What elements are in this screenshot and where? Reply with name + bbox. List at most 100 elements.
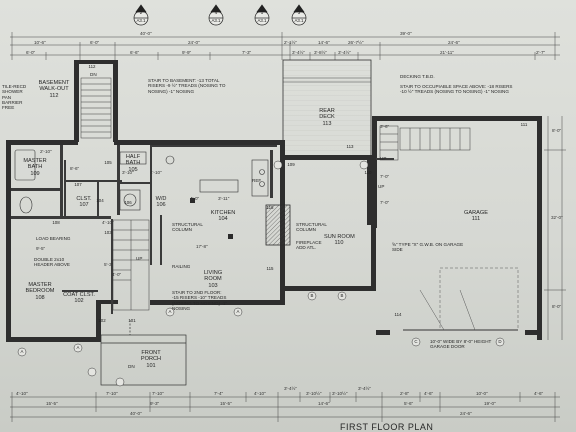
room-number: 106	[156, 202, 166, 209]
dim-bottom-r1-2: 7'-10"	[152, 391, 164, 396]
door-tag-106: 106	[124, 200, 132, 205]
dim-interior-12: 5'-3"	[104, 262, 114, 267]
dim-top-r2-3: 2'-1½"	[284, 40, 297, 45]
dim-bottom-r1-9: 2'-8"	[400, 391, 410, 396]
room-name: MASTER BATH	[23, 158, 47, 171]
dim-interior-7: 9'-5"	[36, 246, 46, 251]
room-rear-deck: REAR DECK 113	[312, 108, 342, 127]
dim-bottom-r3-0: 40'-0"	[130, 411, 142, 416]
dim-bottom-r1-12: 4'-6"	[534, 391, 544, 396]
window-tag-a-3: A	[168, 309, 172, 314]
dim-bottom-r2-3: 14'-6"	[318, 401, 330, 406]
dim-top-r2-0: 10'-6"	[34, 40, 46, 45]
dim-top-r3-4: 3'-4½"	[292, 50, 305, 55]
dim-top-r3-1: 6'-6"	[130, 50, 140, 55]
note-structural-column-2: STRUCTURAL COLUMN	[296, 222, 327, 233]
dim-interior-6: 17'-8"	[196, 244, 208, 249]
door-tag-101: 101	[128, 318, 136, 323]
room-number: 104	[218, 216, 228, 223]
section-marker-2-label: A3.1	[136, 18, 146, 23]
dim-top-r2-1: 6'-0"	[90, 40, 100, 45]
dim-interior-9: 4'-10"	[102, 220, 114, 225]
note-up-2: UP	[378, 184, 385, 189]
note-up-1: UP	[380, 156, 387, 161]
dim-bottom-r1-7: 3'-10½"	[332, 391, 348, 396]
section-marker-3-number: 3	[297, 10, 301, 15]
room-kitchen: KITCHEN 104	[208, 210, 238, 223]
dim-bottom-r1-8: 3'-4½"	[358, 386, 371, 391]
room-clst: CLST. 107	[72, 196, 96, 209]
dim-bottom-r2-1: 9'-3"	[150, 401, 160, 406]
dim-top-r3-7: 21'-11"	[440, 50, 454, 55]
dim-top-r2-6: 24'-6"	[448, 40, 460, 45]
note-garage-door: 10'-0" WIDE BY 8'-0" HEIGHT GARAGE DOOR	[430, 339, 492, 350]
section-marker-2-number: 2	[139, 10, 143, 15]
room-number: 110	[334, 240, 344, 247]
front-porch	[100, 320, 187, 386]
note-header: DOUBLE 2x10 HEADER ABOVE	[34, 257, 70, 268]
dim-interior-2: 3'-10"	[122, 170, 134, 175]
section-marker-4-label: A3.1	[211, 18, 221, 23]
section-marker-3-label: A3.1	[294, 18, 304, 23]
dim-right-1: 32'-0"	[551, 215, 563, 220]
room-number: 109	[30, 170, 40, 177]
note-railing: RAILING	[172, 264, 191, 269]
section-marker-4-number: 4	[214, 10, 218, 15]
dim-top-r3-3: 7'-3"	[242, 50, 252, 55]
section-marker-1-label: A3.1	[257, 18, 267, 23]
dim-top-overall-right: 39'-0"	[400, 31, 412, 36]
door-tag-114: 114	[394, 312, 402, 317]
room-wd: W/D 106	[150, 196, 172, 209]
room-name: HALF BATH	[125, 154, 141, 167]
window-tag-bubbles	[17, 160, 505, 387]
door-tag-115: 115	[266, 266, 274, 271]
room-name: REAR DECK	[319, 108, 335, 121]
note-ref: REF.	[252, 178, 262, 183]
room-name: CLST.	[76, 196, 92, 202]
dim-bottom-r1-5: 3'-4½"	[284, 386, 297, 391]
door-tag-112: 112	[88, 64, 96, 69]
dim-interior-4: 4'-0"	[190, 196, 200, 201]
window-tag-a-2: A	[76, 345, 80, 350]
room-number: 105	[128, 166, 138, 173]
dim-top-r2-2: 24'-0"	[188, 40, 200, 45]
room-master-bath: MASTER BATH 109	[20, 158, 50, 177]
room-sun-room: SUN ROOM 110	[324, 234, 355, 247]
dim-top-r2-5: 26'-7½"	[348, 40, 364, 45]
room-garage: GARAGE 111	[456, 210, 496, 223]
room-number: 103	[208, 282, 218, 289]
dim-right-2: 8'-0"	[552, 304, 562, 309]
room-name: FRONT PORCH	[140, 350, 162, 363]
note-fireplace: FIREPLACE ADD ATL.	[296, 240, 322, 251]
window-tag-a-1: A	[20, 349, 24, 354]
dim-bottom-r1-10: 4'-6"	[424, 391, 434, 396]
room-number: 101	[146, 362, 156, 369]
room-number: 113	[322, 120, 332, 127]
dim-bottom-r2-0: 15'-5"	[46, 401, 58, 406]
note-load-bearing: LOAD BEARING	[36, 236, 71, 241]
note-tile-shower: TILE-RECD SHOWER PAN BARRIER FREE	[2, 84, 27, 111]
dim-interior-5: 3'-11"	[218, 196, 230, 201]
room-name: COAT CLST.	[63, 292, 95, 298]
fixtures	[14, 149, 269, 214]
note-stair-basement: STAIR TO BASEMENT: -13 TOTAL RISERS -9 ½…	[148, 78, 226, 94]
dim-bottom-r3-1: 24'-6"	[460, 411, 472, 416]
dim-bottom-r1-0: 4'-10"	[16, 391, 28, 396]
door-tag-113: 113	[346, 144, 354, 149]
door-tag-107: 107	[74, 182, 82, 187]
note-up-3: UP	[136, 256, 143, 261]
door-tag-103: 103	[104, 230, 112, 235]
note-structural-column-1: STRUCTURAL COLUMN	[172, 222, 203, 233]
dim-bottom-r2-4: 5'-6"	[404, 401, 414, 406]
dim-interior-3: 4'-10"	[150, 170, 162, 175]
door-tag-104: 104	[96, 198, 104, 203]
right-dimension-lines	[544, 116, 566, 340]
door-tag-111: 111	[520, 122, 528, 127]
window-tag-b-2: B	[340, 293, 344, 298]
note-dn-basement: DN	[90, 72, 97, 77]
room-master-bedroom: MASTER BEDROOM 108	[20, 282, 60, 301]
dim-bottom-r1-11: 10'-0"	[476, 391, 488, 396]
dim-top-r3-8: 2'-7"	[536, 50, 546, 55]
note-gwb: ⅝" TYPE "X" G.W.B. ON GARAGE SIDE	[392, 242, 464, 253]
section-markers	[133, 4, 307, 26]
